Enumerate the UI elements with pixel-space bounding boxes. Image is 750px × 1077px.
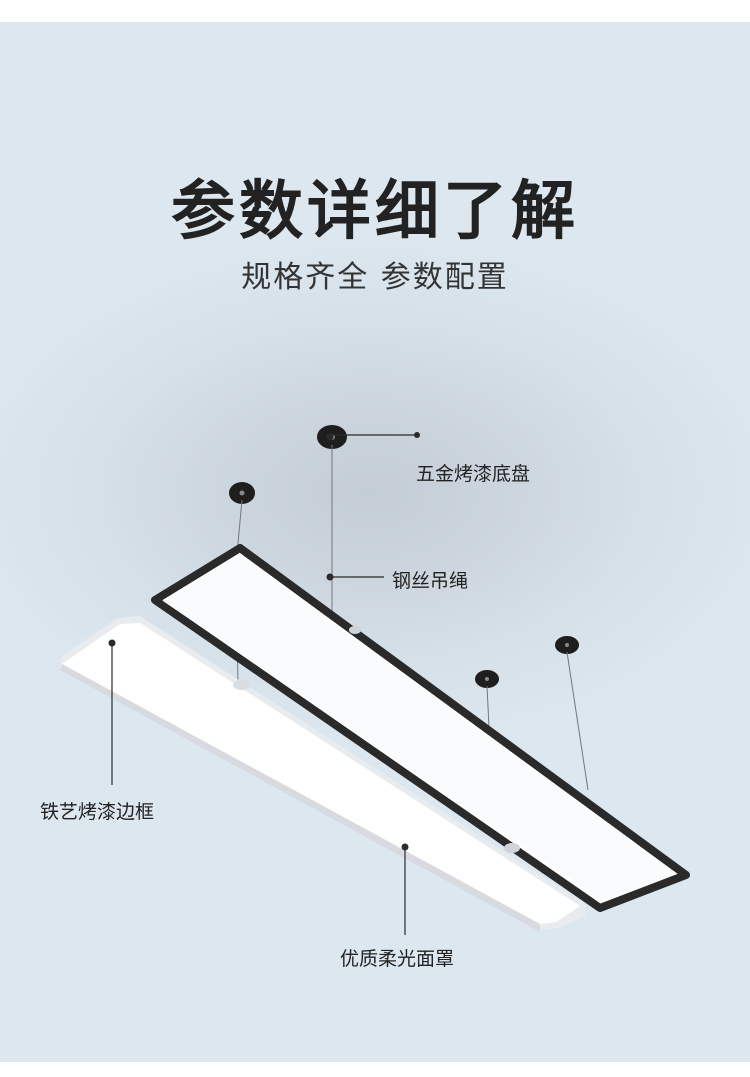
callout-pointer-frame — [108, 639, 116, 785]
bottom-card — [20, 1062, 730, 1077]
callout-pointer-base — [326, 432, 420, 441]
callout-label-wire: 钢丝吊绳 — [392, 570, 469, 592]
black-frame-lamp-icon — [151, 544, 690, 912]
white-frame-lamp-icon — [60, 616, 586, 932]
callout-pointer-wire — [326, 573, 384, 581]
page-subtitle: 规格齐全 参数配置 — [241, 260, 509, 295]
callout-label-base: 五金烤漆底盘 — [416, 463, 531, 485]
callout-pointer-cover — [401, 843, 409, 935]
page-title: 参数详细了解 — [171, 175, 579, 249]
callout-label-frame: 铁艺烤漆边框 — [40, 801, 155, 823]
callout-label-cover: 优质柔光面罩 — [340, 948, 455, 970]
